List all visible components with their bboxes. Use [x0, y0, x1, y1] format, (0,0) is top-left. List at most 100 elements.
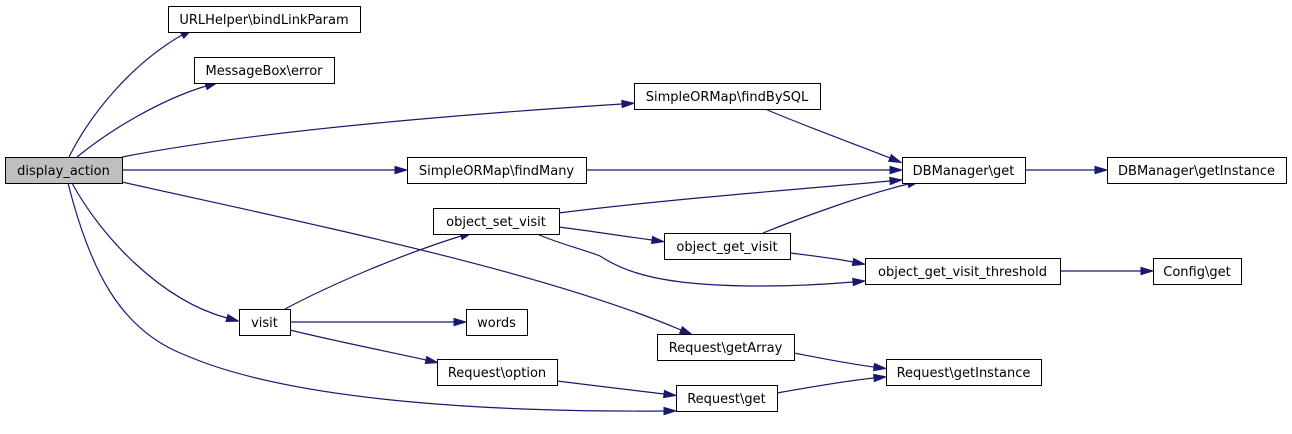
node-label: SimpleORMap\findMany [419, 164, 575, 179]
node-box[interactable] [466, 309, 528, 336]
edge-arrowhead [678, 325, 694, 336]
edge-arrowhead [394, 165, 409, 175]
node-box[interactable] [865, 258, 1061, 285]
node-reqOption[interactable]: Request\option [437, 359, 558, 386]
node-box[interactable] [168, 6, 361, 33]
node-box[interactable] [1107, 157, 1287, 184]
edge-arrowhead [872, 362, 888, 372]
node-box[interactable] [886, 359, 1042, 386]
edge-arrowhead [887, 153, 903, 164]
edge-arrowhead [1140, 266, 1155, 276]
node-label: Request\get [687, 392, 766, 407]
node-box[interactable] [902, 157, 1026, 184]
node-display_action[interactable]: display_action [5, 157, 123, 184]
edge-display_action-to-findMany [122, 165, 409, 175]
edge-arrowhead [424, 355, 440, 365]
node-reqArray[interactable]: Request\getArray [657, 334, 795, 361]
node-box[interactable] [407, 157, 587, 184]
edge-getVisit-to-threshold [789, 252, 867, 267]
edge-arrowhead [453, 317, 468, 327]
edge-line [76, 85, 207, 158]
edge-visit-to-words [290, 317, 468, 327]
node-reqGet[interactable]: Request\get [676, 385, 778, 412]
edge-arrowhead [1094, 165, 1109, 175]
edge-line [536, 233, 854, 287]
edge-arrowhead [225, 313, 241, 322]
node-box[interactable] [676, 385, 778, 412]
edge-line [556, 380, 665, 395]
edge-arrowhead [889, 165, 904, 175]
node-label: words [477, 316, 516, 331]
edge-line [793, 352, 875, 368]
node-box[interactable] [657, 334, 795, 361]
node-box[interactable] [433, 208, 560, 235]
edge-getVisit-to-dbGet [762, 179, 922, 234]
node-label: Config\get [1163, 265, 1230, 280]
node-threshold[interactable]: object_get_visit_threshold [865, 258, 1061, 285]
edge-arrowhead [852, 277, 867, 287]
edge-line [764, 108, 891, 159]
node-box[interactable] [634, 83, 821, 110]
node-box[interactable] [239, 309, 291, 336]
node-label: visit [251, 316, 278, 331]
node-box[interactable] [194, 57, 335, 84]
node-label: DBManager\get [913, 164, 1015, 179]
edge-reqArray-to-reqInst [793, 352, 888, 372]
node-getVisit[interactable]: object_get_visit [664, 233, 791, 260]
edge-line [121, 181, 682, 331]
node-label: object_get_visit_threshold [878, 265, 1047, 280]
edge-arrowhead [663, 406, 678, 416]
edge-arrowhead [650, 235, 666, 245]
node-label: SimpleORMap\findBySQL [646, 90, 809, 105]
edge-display_action-to-bindLinkParam [68, 28, 194, 158]
edge-findMany-to-dbGet [586, 165, 904, 175]
edge-line [289, 329, 427, 361]
edge-display_action-to-findBySQL [121, 99, 636, 158]
edge-threshold-to-configGet [1060, 266, 1155, 276]
node-label: MessageBox\error [206, 64, 324, 79]
node-box[interactable] [664, 233, 791, 260]
edge-line [558, 226, 653, 241]
edge-reqGet-to-reqInst [776, 373, 888, 394]
edge-line [284, 235, 462, 310]
edges-layer [67, 28, 1155, 416]
node-reqInst[interactable]: Request\getInstance [886, 359, 1042, 386]
node-box[interactable] [5, 157, 123, 184]
node-label: display_action [17, 164, 110, 179]
edge-line [71, 182, 228, 319]
node-bindLinkParam[interactable]: URLHelper\bindLinkParam [168, 6, 361, 33]
edge-arrowhead [889, 176, 904, 186]
node-findBySQL[interactable]: SimpleORMap\findBySQL [634, 83, 821, 110]
edge-display_action-to-msgError [76, 81, 220, 158]
node-setVisit[interactable]: object_set_visit [433, 208, 560, 235]
edge-dbGet-to-dbInst [1025, 165, 1109, 175]
node-label: Request\getArray [669, 341, 783, 356]
node-msgError[interactable]: MessageBox\error [194, 57, 335, 84]
node-box[interactable] [1153, 258, 1242, 285]
edge-display_action-to-reqGet [67, 182, 678, 416]
edge-arrowhead [873, 373, 888, 383]
edge-line [762, 183, 909, 234]
node-words[interactable]: words [466, 309, 528, 336]
edge-line [789, 252, 854, 263]
edge-line [121, 103, 623, 158]
node-label: Request\option [448, 366, 546, 381]
edge-setVisit-to-dbGet [558, 176, 904, 214]
edge-line [558, 180, 891, 214]
node-label: object_set_visit [446, 215, 546, 230]
edge-display_action-to-visit [71, 182, 241, 322]
edge-arrowhead [621, 99, 636, 109]
node-visit[interactable]: visit [239, 309, 291, 336]
edge-arrowhead [663, 389, 678, 399]
edge-arrowhead [851, 257, 867, 267]
edge-line [67, 182, 665, 412]
node-dbGet[interactable]: DBManager\get [902, 157, 1026, 184]
node-label: object_get_visit [676, 240, 777, 255]
node-box[interactable] [437, 359, 558, 386]
node-dbInst[interactable]: DBManager\getInstance [1107, 157, 1287, 184]
node-configGet[interactable]: Config\get [1153, 258, 1242, 285]
node-findMany[interactable]: SimpleORMap\findMany [407, 157, 587, 184]
edge-line [68, 34, 183, 158]
edge-findBySQL-to-dbGet [764, 108, 903, 164]
